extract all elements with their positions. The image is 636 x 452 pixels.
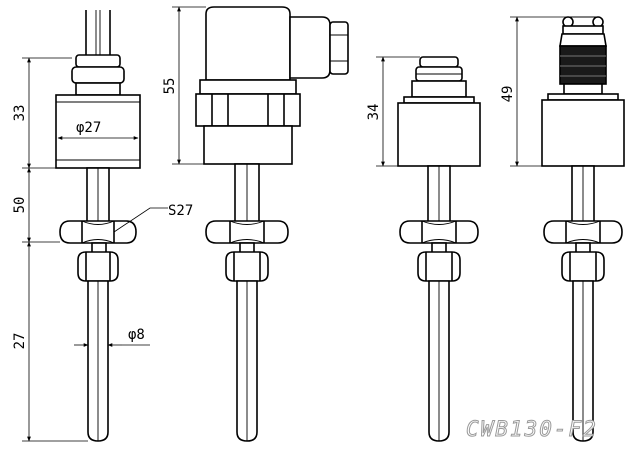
fitting [77,242,119,282]
cable [85,10,111,55]
dim-probe-diameter: φ8 [128,327,145,343]
dim-probe-length: 27 [12,333,28,350]
dim-nut-size: S27 [168,203,193,219]
dimension-lines [376,56,420,167]
housing [397,102,481,167]
aviation-connector [559,16,607,95]
side-cable-gland [289,16,349,79]
dim-body-height: 33 [12,105,28,122]
m12-connector [411,56,467,98]
fitting [417,242,461,282]
dimension-lines [172,6,206,165]
variant-din-connector: 55 [162,6,349,442]
dim-body-height: 55 [162,78,178,95]
dimension-lines [510,16,568,167]
housing [55,94,141,169]
variant-cable-outlet: 33 50 27 φ27 S27 φ8 [12,10,193,442]
variant-m12-connector: 34 [366,56,481,442]
hex-nut [399,220,479,244]
din-connector-head [205,6,291,81]
dim-body-height: 49 [500,86,516,103]
hex-nut [59,220,137,244]
hex-nut [205,220,289,244]
variant-aviation-connector: 49 [500,16,625,442]
model-label: CWB130-F2 [466,417,598,441]
dim-body-diameter: φ27 [76,120,101,136]
cable-gland [71,54,125,96]
housing-hex-band [195,93,301,127]
housing [203,125,293,165]
fitting [561,242,605,282]
dimension-lines [22,57,168,442]
housing [541,99,625,167]
hex-nut [543,220,623,244]
fitting [225,242,269,282]
dim-body-height: 34 [366,104,382,121]
dim-neck-length: 50 [12,197,28,214]
